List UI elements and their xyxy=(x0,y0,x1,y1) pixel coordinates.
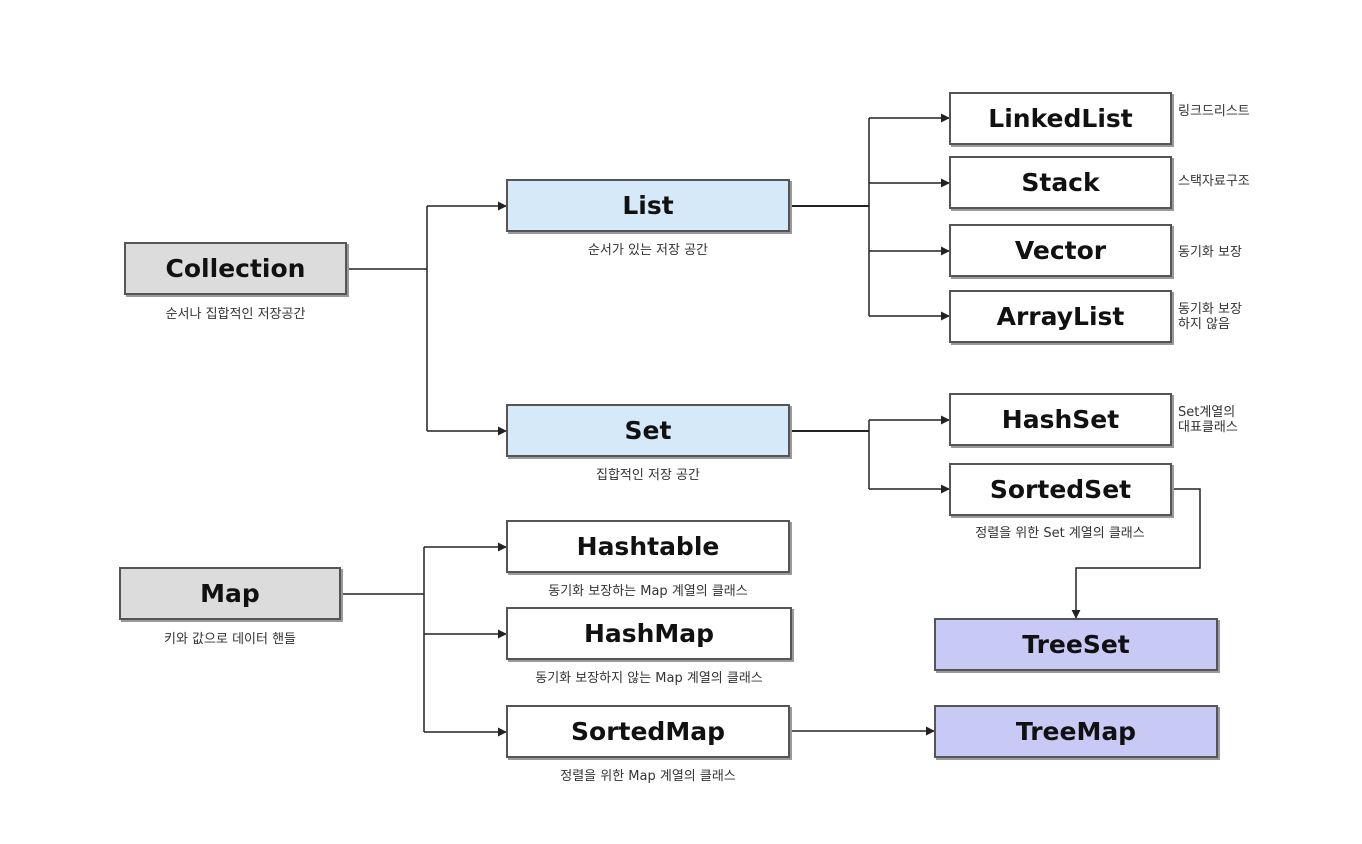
node-vector: Vector xyxy=(949,224,1172,277)
node-hashmap: HashMap xyxy=(506,607,792,660)
note-arraylist: 동기화 보장 하지 않음 xyxy=(1178,302,1242,332)
note-linkedlist: 링크드리스트 xyxy=(1178,104,1250,119)
note-hashset-line-1: Set계열의 xyxy=(1178,405,1236,420)
note-vector: 동기화 보장 xyxy=(1178,245,1242,260)
node-treeset: TreeSet xyxy=(934,618,1218,671)
note-arraylist-line-2: 하지 않음 xyxy=(1178,317,1230,332)
caption-set: 집합적인 저장 공간 xyxy=(596,468,700,483)
note-hashset: Set계열의 대표클래스 xyxy=(1178,405,1238,435)
node-list: List xyxy=(506,179,790,232)
node-arraylist: ArrayList xyxy=(949,290,1172,343)
node-map: Map xyxy=(119,567,341,620)
node-sortedset: SortedSet xyxy=(949,463,1172,516)
node-hashset: HashSet xyxy=(949,393,1172,446)
node-treemap: TreeMap xyxy=(934,705,1218,758)
caption-collection: 순서나 집합적인 저장공간 xyxy=(165,307,306,322)
caption-sortedmap: 정렬을 위한 Map 계열의 클래스 xyxy=(560,769,736,784)
node-set: Set xyxy=(506,404,790,457)
node-linkedlist: LinkedList xyxy=(949,92,1172,145)
caption-map: 키와 값으로 데이터 핸들 xyxy=(164,632,296,647)
caption-list: 순서가 있는 저장 공간 xyxy=(587,243,709,258)
note-vector-line-1: 동기화 보장 xyxy=(1178,245,1242,260)
edge-sortedset-treeset xyxy=(1071,488,1201,619)
note-stack-line-1: 스택자료구조 xyxy=(1178,174,1250,189)
caption-hashtable: 동기화 보장하는 Map 계열의 클래스 xyxy=(548,584,748,599)
note-stack: 스택자료구조 xyxy=(1178,174,1250,189)
note-linkedlist-line-1: 링크드리스트 xyxy=(1178,104,1250,119)
caption-sortedset: 정렬을 위한 Set 계열의 클래스 xyxy=(975,526,1145,541)
node-stack: Stack xyxy=(949,156,1172,209)
note-hashset-line-2: 대표클래스 xyxy=(1178,420,1238,435)
note-arraylist-line-1: 동기화 보장 xyxy=(1178,302,1242,317)
node-sortedmap: SortedMap xyxy=(506,705,790,758)
node-hashtable: Hashtable xyxy=(506,520,790,573)
node-collection: Collection xyxy=(124,242,347,295)
caption-hashmap: 동기화 보장하지 않는 Map 계열의 클래스 xyxy=(535,671,763,686)
